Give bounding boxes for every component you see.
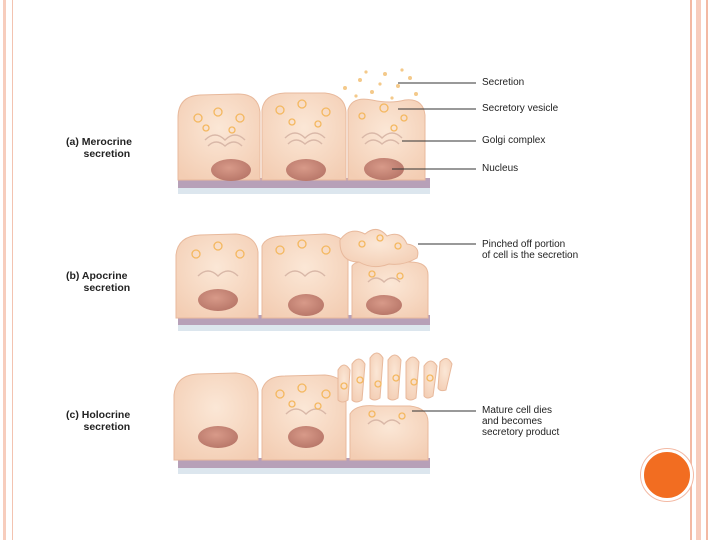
golgi-complex: [284, 270, 326, 278]
nucleus: [366, 295, 402, 315]
golgi-complex: [284, 132, 326, 146]
golgi-complex: [204, 134, 246, 148]
orange-circle-decoration: [641, 449, 693, 501]
cell: [349, 405, 429, 461]
basement-membrane: [178, 458, 430, 468]
nucleus: [286, 159, 326, 181]
secretion-particles: [343, 68, 418, 100]
apocrine-panel: [175, 229, 476, 331]
secretory-vesicles: [193, 99, 408, 134]
holocrine-panel: [173, 352, 476, 474]
golgi-complex: [197, 270, 239, 278]
golgi-complex: [367, 277, 401, 284]
nucleus: [288, 294, 324, 316]
pinched-off-portion: [339, 229, 419, 268]
nucleus: [288, 426, 324, 448]
nucleus: [198, 426, 238, 448]
callout-secretory-vesicle: Secretory vesicle: [482, 103, 559, 114]
disintegrating-cell-fragments: [337, 352, 453, 403]
golgi-complex: [367, 419, 401, 426]
cell: [177, 93, 261, 181]
callout-lines: [392, 82, 476, 170]
nucleus: [364, 158, 404, 180]
golgi-complex: [285, 408, 327, 416]
slide-border-left: [0, 0, 13, 540]
callout-nucleus: Nucleus: [482, 163, 519, 174]
cell: [347, 98, 426, 181]
slide-border-right: [686, 0, 720, 540]
merocrine-panel: [177, 68, 476, 194]
panel-label-apocrine: (b) Apocrine secretion: [66, 270, 131, 294]
panel-label-merocrine: (a) Merocrine secretion: [66, 136, 132, 160]
basement-membrane: [178, 178, 430, 188]
panel-label-holocrine: (c) Holocrine secretion: [66, 409, 131, 433]
callout-apocrine: Pinched off portion of cell is the secre…: [482, 239, 579, 261]
secretory-vesicles: [275, 374, 434, 420]
callout-holocrine: Mature cell dies and becomes secretory p…: [482, 405, 560, 438]
nucleus: [198, 289, 238, 311]
basement-membrane: [178, 315, 430, 325]
callout-secretion: Secretion: [482, 77, 525, 88]
callout-golgi-complex: Golgi complex: [482, 135, 546, 146]
golgi-complex: [361, 132, 403, 146]
secretory-vesicles: [191, 234, 404, 280]
nucleus: [211, 159, 251, 181]
